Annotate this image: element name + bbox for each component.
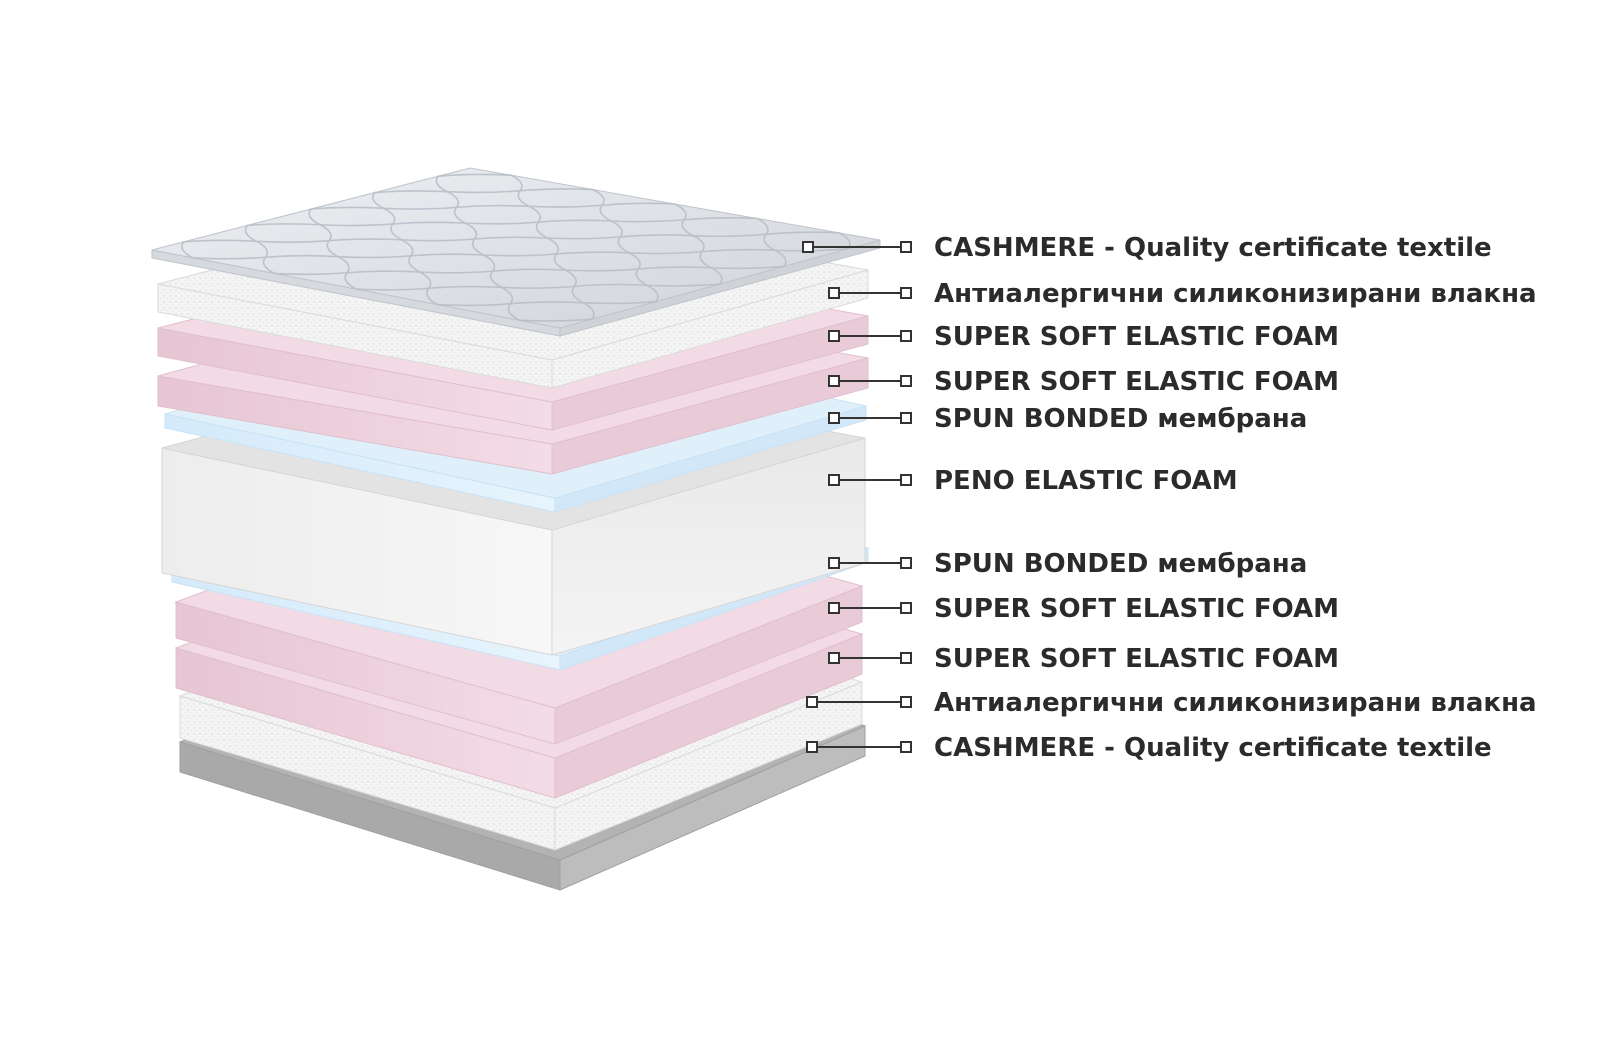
anchor-marker bbox=[828, 412, 840, 424]
label-marker bbox=[900, 330, 912, 342]
label-marker bbox=[900, 412, 912, 424]
layer-top-cashmere bbox=[151, 167, 881, 337]
anchor-marker bbox=[802, 241, 814, 253]
callout-top-cashmere: CASHMERE - Quality certificate textile bbox=[802, 233, 1492, 263]
label-marker bbox=[900, 557, 912, 569]
quilting-pattern bbox=[181, 173, 851, 322]
label-marker bbox=[900, 652, 912, 664]
callout-top-membrane: SPUN BONDED мембрана bbox=[828, 404, 1307, 434]
callout-bottom-fibers: Антиалергични силиконизирани влакна bbox=[806, 688, 1537, 718]
anchor-marker bbox=[806, 741, 818, 753]
layer-label: Антиалергични силиконизирани влакна bbox=[934, 688, 1537, 718]
callout-bottom-foam-1: SUPER SOFT ELASTIC FOAM bbox=[828, 594, 1339, 624]
callout-top-foam-1: SUPER SOFT ELASTIC FOAM bbox=[828, 322, 1339, 352]
layer-shapes bbox=[151, 167, 881, 891]
label-marker bbox=[900, 741, 912, 753]
anchor-marker bbox=[828, 602, 840, 614]
callout-top-fibers: Антиалергични силиконизирани влакна bbox=[828, 279, 1537, 309]
label-marker bbox=[900, 602, 912, 614]
anchor-marker bbox=[828, 375, 840, 387]
layer-label: SUPER SOFT ELASTIC FOAM bbox=[934, 644, 1339, 674]
layer-label: SPUN BONDED мембрана bbox=[934, 404, 1307, 434]
anchor-marker bbox=[828, 287, 840, 299]
layer-label: SPUN BONDED мембрана bbox=[934, 549, 1307, 579]
label-marker bbox=[900, 474, 912, 486]
anchor-marker bbox=[828, 330, 840, 342]
layer-label: SUPER SOFT ELASTIC FOAM bbox=[934, 594, 1339, 624]
layer-label: SUPER SOFT ELASTIC FOAM bbox=[934, 322, 1339, 352]
layer-label: PENO ELASTIC FOAM bbox=[934, 466, 1238, 496]
layer-label: CASHMERE - Quality certificate textile bbox=[934, 733, 1492, 763]
layer-label: Антиалергични силиконизирани влакна bbox=[934, 279, 1537, 309]
callout-core: PENO ELASTIC FOAM bbox=[828, 466, 1238, 496]
callout-top-foam-2: SUPER SOFT ELASTIC FOAM bbox=[828, 367, 1339, 397]
layer-label: SUPER SOFT ELASTIC FOAM bbox=[934, 367, 1339, 397]
anchor-marker bbox=[828, 474, 840, 486]
label-marker bbox=[900, 287, 912, 299]
label-marker bbox=[900, 241, 912, 253]
label-marker bbox=[900, 696, 912, 708]
label-marker bbox=[900, 375, 912, 387]
callout-bottom-cashmere: CASHMERE - Quality certificate textile bbox=[806, 733, 1492, 763]
anchor-marker bbox=[806, 696, 818, 708]
anchor-marker bbox=[828, 557, 840, 569]
layer-label: CASHMERE - Quality certificate textile bbox=[934, 233, 1492, 263]
anchor-marker bbox=[828, 652, 840, 664]
callout-bottom-foam-2: SUPER SOFT ELASTIC FOAM bbox=[828, 644, 1339, 674]
callouts: CASHMERE - Quality certificate textileАн… bbox=[802, 233, 1537, 763]
callout-bottom-membrane: SPUN BONDED мембрана bbox=[828, 549, 1307, 579]
